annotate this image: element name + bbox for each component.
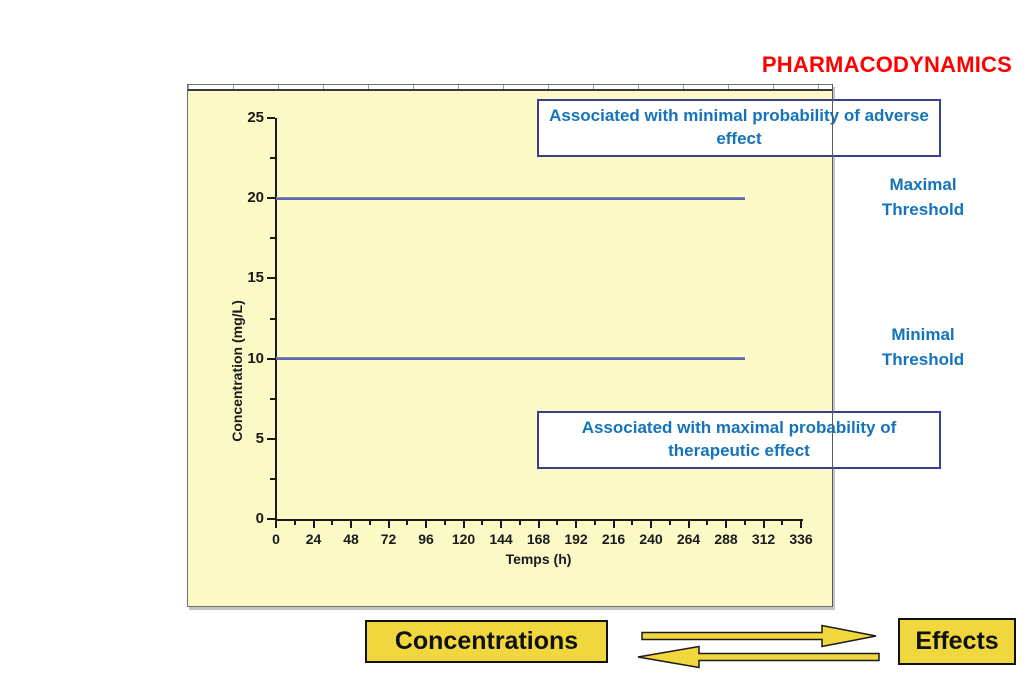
concentrations-label: Concentrations — [394, 627, 579, 655]
minimal-threshold-label: Minimal Threshold — [856, 322, 990, 372]
right-arrow-icon — [641, 624, 877, 648]
x-axis-line — [275, 519, 803, 521]
x-major-tick — [612, 521, 615, 528]
chart-right-border — [832, 84, 833, 607]
x-minor-tick — [368, 521, 371, 525]
x-major-tick — [725, 521, 727, 528]
x-tick-label: 264 — [676, 531, 701, 547]
minimal-threshold-line2: Threshold — [881, 350, 965, 369]
adverse-effect-annotation-box: Associated with minimal probability of a… — [537, 99, 941, 157]
x-major-tick — [500, 521, 502, 528]
y-tick-label: 0 — [255, 510, 264, 527]
x-major-tick — [462, 521, 465, 528]
x-tick-label: 144 — [489, 531, 513, 547]
x-minor-tick — [406, 521, 409, 525]
x-major-tick — [687, 521, 690, 528]
y-tick-label: 10 — [247, 349, 264, 367]
x-tick-label: 120 — [451, 531, 476, 547]
x-major-tick — [575, 521, 577, 528]
x-minor-tick — [556, 521, 559, 525]
y-tick-label: 25 — [247, 109, 264, 126]
chart-top-ruler — [188, 85, 832, 91]
x-major-tick — [762, 521, 765, 528]
x-tick-label: 48 — [343, 531, 359, 547]
x-major-tick — [350, 521, 352, 528]
x-minor-tick — [331, 521, 334, 525]
x-major-tick — [275, 521, 277, 528]
y-axis-title: Concentration (mg/L) — [229, 300, 245, 442]
x-tick-label: 168 — [526, 531, 551, 547]
x-minor-tick — [518, 521, 521, 525]
x-minor-tick — [668, 521, 671, 525]
left-arrow-icon — [637, 645, 880, 669]
x-major-tick — [387, 521, 390, 528]
effects-box: Effects — [898, 618, 1016, 665]
x-tick-label: 336 — [789, 531, 813, 547]
effects-label: Effects — [915, 627, 999, 655]
x-major-tick — [312, 521, 315, 528]
y-minor-tick — [270, 317, 275, 320]
y-minor-tick — [270, 397, 275, 400]
x-tick-label: 72 — [380, 531, 397, 547]
plot-area: Temps (h) Concentration (mg/L) 0 5 10 15 20 2… — [188, 85, 832, 606]
x-major-tick — [537, 521, 540, 528]
x-major-tick — [425, 521, 427, 528]
minimal-threshold-line1: Minimal — [891, 325, 955, 344]
y-major-tick — [267, 437, 275, 440]
x-tick-label: 288 — [714, 531, 738, 547]
y-tick-label: 15 — [247, 269, 264, 287]
x-tick-label: 192 — [564, 531, 588, 547]
y-major-tick — [267, 197, 275, 200]
x-minor-tick — [706, 521, 709, 525]
x-minor-tick — [443, 521, 446, 525]
threshold-line — [276, 196, 745, 200]
x-minor-tick — [631, 521, 634, 525]
x-tick-label: 24 — [305, 531, 322, 547]
y-major-tick — [267, 277, 275, 280]
x-major-tick — [800, 521, 802, 528]
y-minor-tick — [270, 477, 275, 480]
x-minor-tick — [293, 521, 296, 525]
y-minor-tick — [270, 157, 275, 160]
y-major-tick — [267, 117, 275, 119]
x-tick-label: 240 — [639, 531, 663, 547]
y-tick-label: 5 — [255, 429, 264, 447]
x-minor-tick — [481, 521, 484, 525]
y-major-tick — [267, 518, 275, 520]
chart-area: Temps (h) Concentration (mg/L) 0 5 10 15 20 2… — [187, 84, 833, 607]
concentrations-box: Concentrations — [365, 620, 608, 663]
y-major-tick — [267, 357, 275, 360]
x-tick-label: 0 — [272, 531, 280, 547]
x-tick-label: 312 — [751, 531, 776, 547]
x-minor-tick — [593, 521, 596, 525]
threshold-line — [276, 357, 745, 361]
x-minor-tick — [781, 521, 784, 525]
x-major-tick — [650, 521, 652, 528]
x-axis-title: Temps (h) — [505, 551, 572, 567]
page-title: PHARMACODYNAMICS — [761, 52, 1012, 77]
maximal-threshold-line1: Maximal — [889, 175, 957, 194]
maximal-threshold-line2: Threshold — [881, 200, 965, 219]
maximal-threshold-label: Maximal Threshold — [856, 172, 990, 222]
therapeutic-effect-annotation-box: Associated with maximal probability of t… — [537, 411, 941, 469]
y-tick-label: 20 — [247, 189, 264, 207]
y-minor-tick — [270, 237, 275, 240]
y-axis-line — [275, 118, 277, 521]
x-minor-tick — [743, 521, 746, 525]
x-tick-label: 216 — [601, 531, 626, 547]
x-tick-label: 96 — [418, 531, 434, 547]
